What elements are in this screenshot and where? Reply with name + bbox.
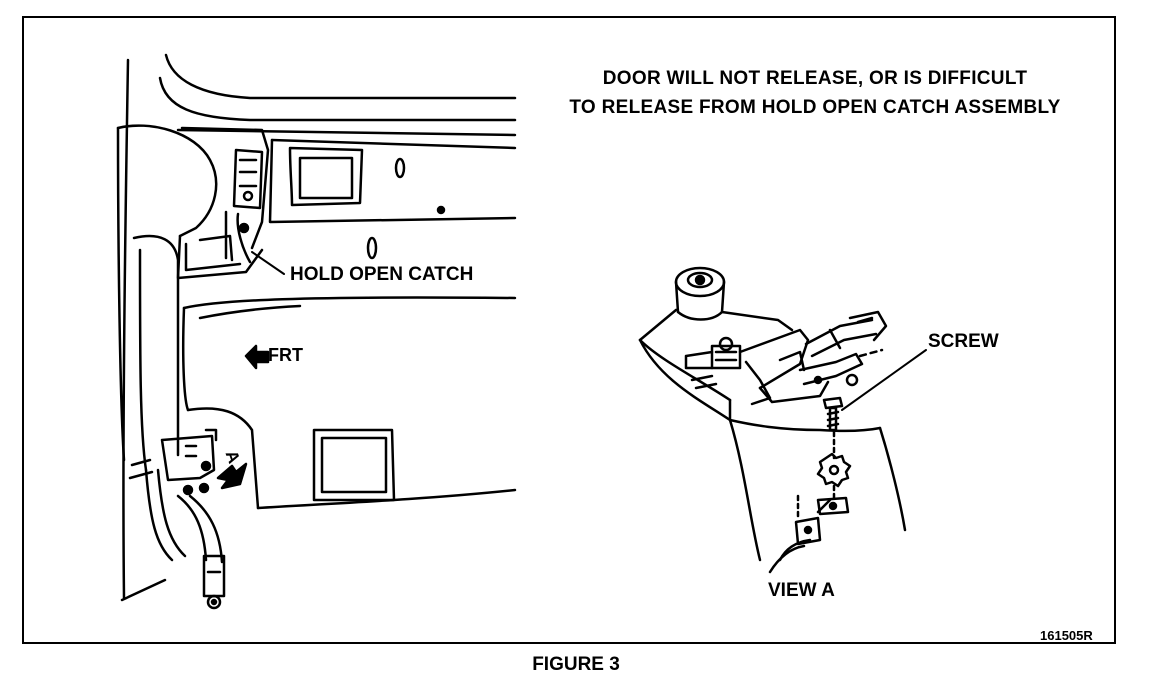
- title-line-2: TO RELEASE FROM HOLD OPEN CATCH ASSEMBLY: [569, 97, 1061, 118]
- frt-label: FRT: [268, 345, 303, 365]
- title-line-1: DOOR WILL NOT RELEASE, OR IS DIFFICULT: [602, 68, 1028, 89]
- hold-open-catch-label: HOLD OPEN CATCH: [290, 264, 474, 285]
- view-a-label: VIEW A: [768, 580, 835, 601]
- figure-caption: FIGURE 3: [532, 654, 620, 675]
- figure-code: 161505R: [1040, 628, 1093, 643]
- screw-label: SCREW: [928, 331, 999, 352]
- door-opening-drawing: [116, 53, 517, 610]
- view-a-drawing: [638, 266, 927, 574]
- figure-frame: [22, 16, 1116, 644]
- figure-title: DOOR WILL NOT RELEASE, OR IS DIFFICULT T…: [520, 64, 1110, 122]
